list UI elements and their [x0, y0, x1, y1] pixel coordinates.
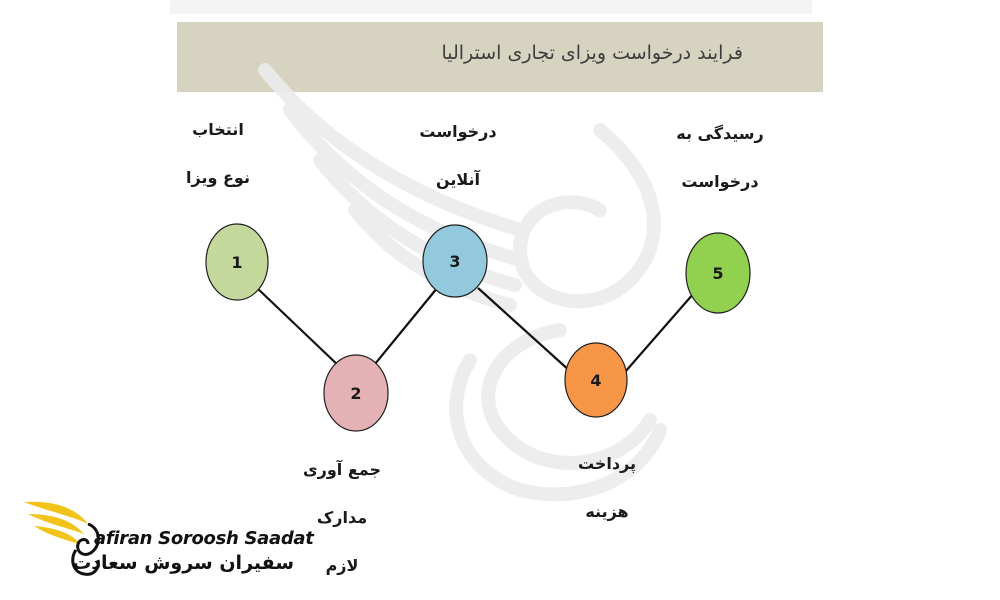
step-node-4: 4 [564, 342, 628, 418]
connector-2-3 [374, 286, 439, 365]
step-label-line: درخواست [681, 172, 759, 191]
connector-4-5 [624, 292, 695, 373]
step-circle-5 [685, 232, 751, 314]
diagram-title: فرایند درخواست ویزای تجاری استرالیا [441, 42, 743, 64]
step-label-line: رسیدگی به [676, 124, 764, 143]
step-circle-1 [205, 223, 269, 301]
step-label-1: انتخاب نوع ویزا [138, 106, 298, 202]
step-label-3: درخواست آنلاین [378, 108, 538, 204]
bird-wing-icon [24, 501, 100, 576]
step-label-2: جمع آوری مدارک لازم [262, 446, 422, 590]
step-node-1: 1 [205, 223, 269, 301]
step-label-line: نوع ویزا [186, 168, 250, 187]
connectors [255, 286, 695, 373]
logo-latin-text: afiran Soroosh Saadat [94, 528, 314, 549]
step-circle-2 [323, 354, 389, 432]
step-label-4: پرداخت هزینه [527, 440, 687, 536]
step-label-line: جمع آوری [302, 460, 382, 479]
step-label-5: رسیدگی به درخواست [640, 110, 800, 206]
step-number-5: 5 [712, 264, 723, 283]
step-label-line: پرداخت [577, 454, 637, 473]
step-label-line: آنلاین [435, 170, 481, 189]
step-number-3: 3 [449, 252, 460, 271]
step-node-3: 3 [422, 224, 488, 298]
company-logo: afiran Soroosh Saadat سفیران سروش سعادت [14, 494, 314, 584]
step-circle-3 [422, 224, 488, 298]
step-label-line: انتخاب [192, 120, 244, 139]
wing-feathers [24, 501, 88, 544]
step-number-1: 1 [231, 253, 242, 272]
connector-1-2 [255, 286, 342, 369]
step-circle-4 [564, 342, 628, 418]
logo-persian-text: سفیران سروش سعادت [72, 552, 294, 574]
step-node-5: 5 [685, 232, 751, 314]
step-label-line: درخواست [419, 122, 497, 141]
step-number-4: 4 [590, 371, 601, 390]
top-strip [170, 0, 812, 14]
step-number-2: 2 [350, 384, 361, 403]
connector-3-4 [477, 287, 572, 373]
step-label-line: هزینه [585, 502, 629, 521]
step-label-line: مدارک [316, 508, 368, 527]
title-banner: فرایند درخواست ویزای تجاری استرالیا [177, 22, 823, 92]
step-label-line: لازم [325, 556, 359, 575]
step-node-2: 2 [323, 354, 389, 432]
